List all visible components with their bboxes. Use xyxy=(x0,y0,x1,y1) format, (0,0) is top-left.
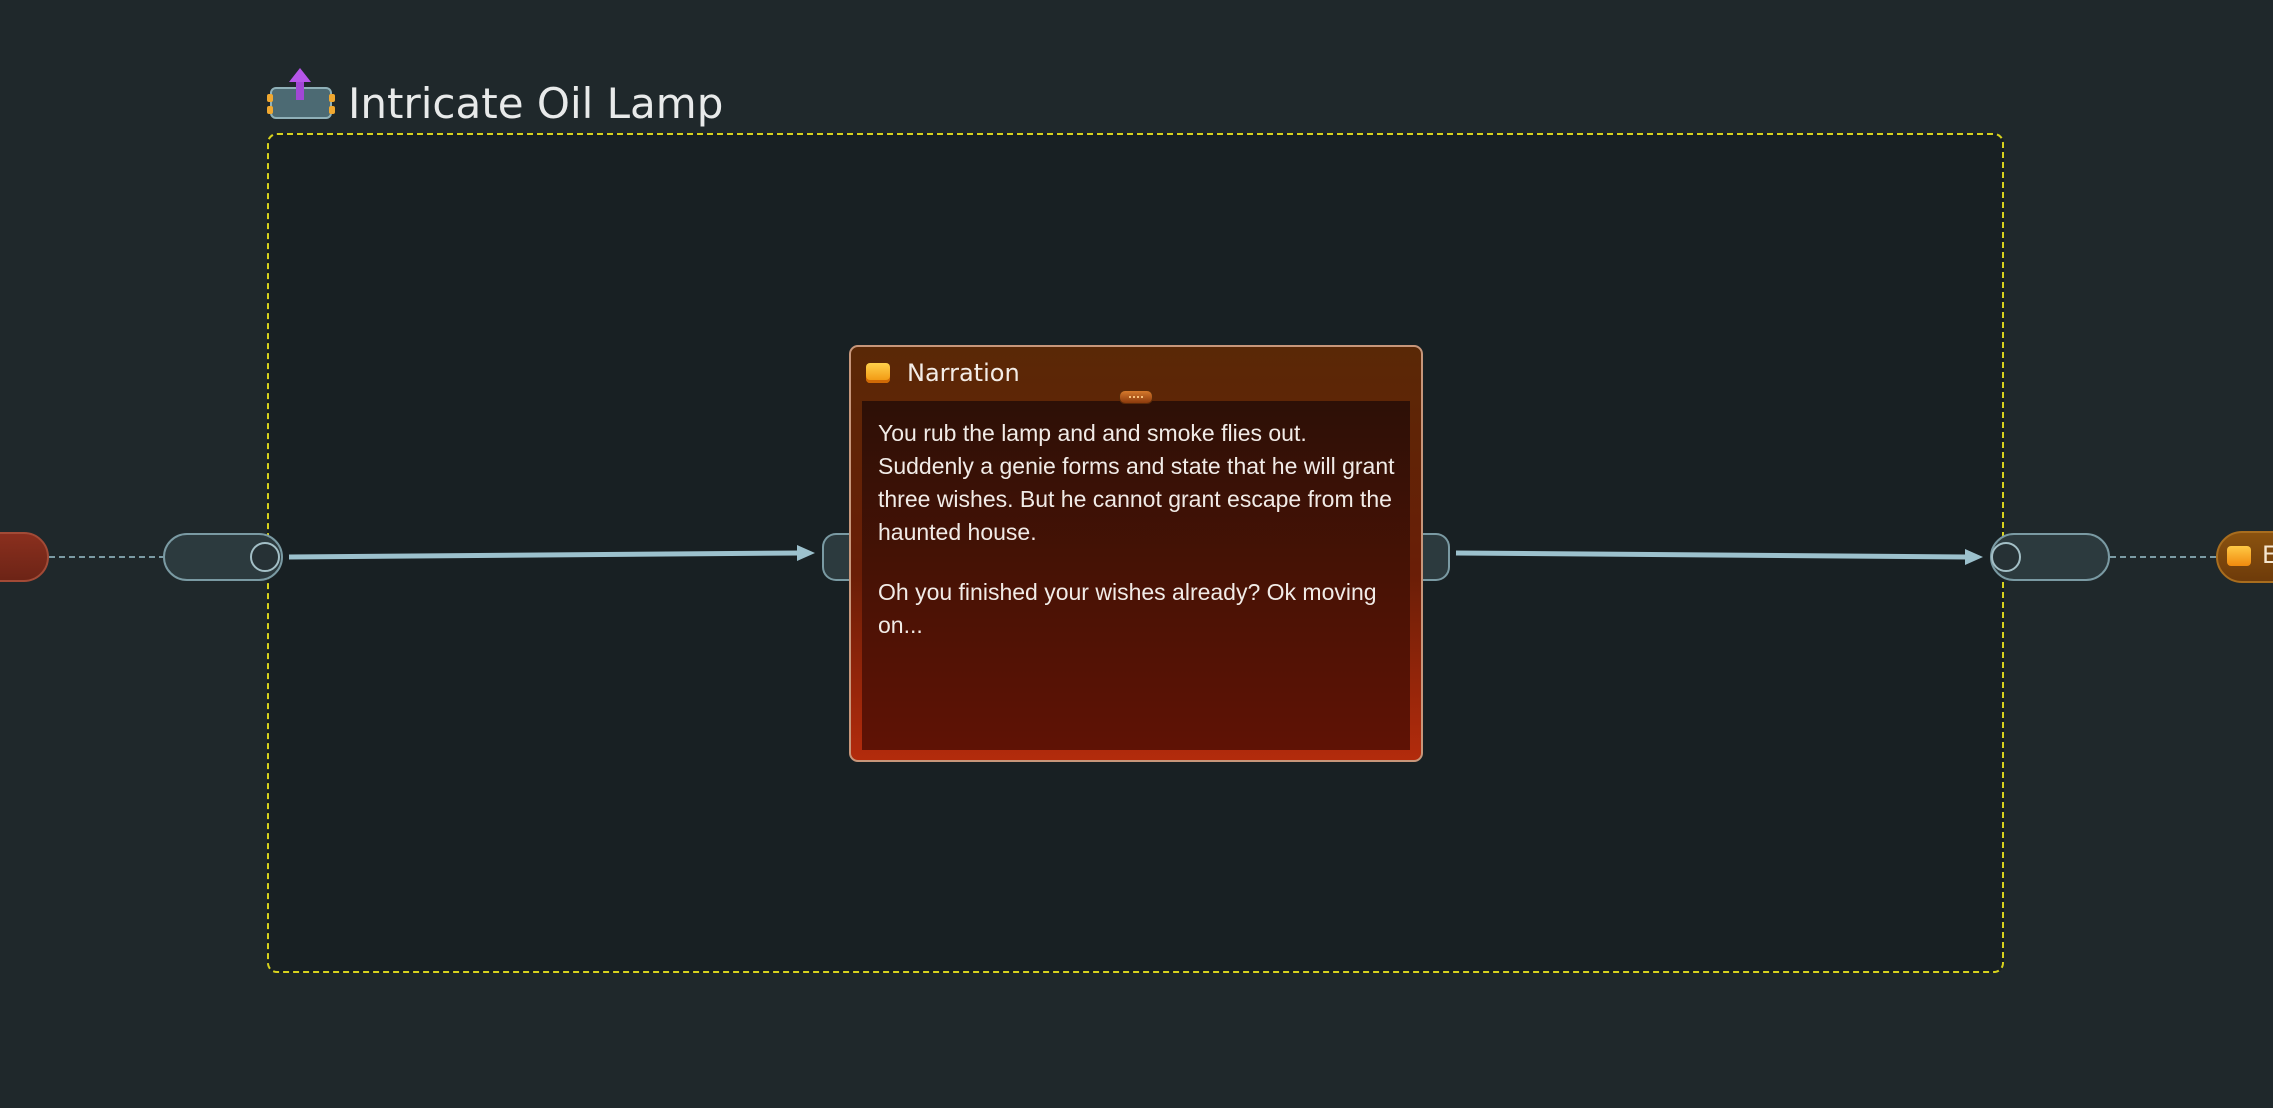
narration-icon xyxy=(2227,546,2251,566)
flow-fragment-title: Intricate Oil Lamp xyxy=(348,79,724,128)
narration-node-title: Narration xyxy=(907,359,1020,387)
container-output-pin-socket[interactable] xyxy=(1991,542,2021,572)
arrowhead-icon xyxy=(797,545,815,561)
container-to-narration-link xyxy=(288,550,801,560)
node-drag-handle-icon[interactable] xyxy=(1119,390,1153,404)
next-node-label: E xyxy=(2262,541,2273,569)
narration-paragraph: Oh you finished your wishes already? Ok … xyxy=(878,579,1377,638)
arrowhead-icon xyxy=(1965,549,1983,565)
narration-to-container-link xyxy=(1455,550,1967,560)
narration-icon xyxy=(866,363,890,383)
narration-text[interactable]: You rub the lamp and and smoke flies out… xyxy=(862,401,1410,750)
flow-fragment-icon xyxy=(267,68,335,119)
narration-paragraph: You rub the lamp and and smoke flies out… xyxy=(878,420,1395,545)
container-input-pin-socket[interactable] xyxy=(250,542,280,572)
previous-node[interactable] xyxy=(0,532,49,582)
